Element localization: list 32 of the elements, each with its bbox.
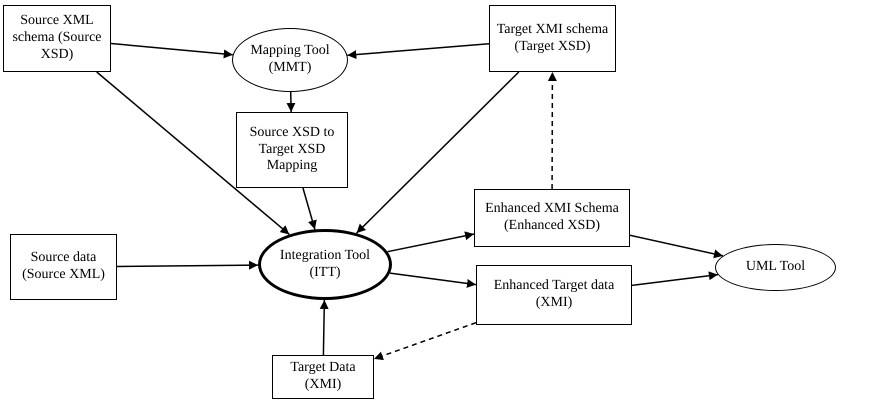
process-box xyxy=(272,355,374,399)
node-label: Target Data (XMI) xyxy=(289,360,357,394)
node-label: Source data (Source XML) xyxy=(21,250,106,284)
process-box xyxy=(489,5,616,72)
node-label: UML Tool xyxy=(746,259,806,276)
process-box xyxy=(236,112,348,188)
arrow xyxy=(387,231,474,252)
tool-ellipse xyxy=(715,244,836,291)
arrow xyxy=(320,300,329,356)
arrow xyxy=(632,271,718,286)
dashed-arrow xyxy=(548,72,557,189)
process-box xyxy=(474,189,630,247)
arrow xyxy=(356,71,520,234)
node-label: Source XSD to Target XSD Mapping xyxy=(248,124,336,176)
node-label: Enhanced XMI Schema (Enhanced XSD) xyxy=(484,201,620,235)
node-label: Target XMI schema (Target XSD) xyxy=(496,22,610,56)
process-box xyxy=(476,265,632,325)
arrow xyxy=(302,188,317,230)
process-box xyxy=(10,234,117,300)
node-label: Source XML schema (Source XSD) xyxy=(11,13,103,64)
arrow xyxy=(117,260,258,270)
node-label: Enhanced Target data (XMI) xyxy=(492,278,616,312)
process-box xyxy=(3,5,111,72)
arrow xyxy=(96,71,290,236)
arrow xyxy=(390,272,476,288)
arrow xyxy=(286,92,296,112)
arrow xyxy=(347,42,490,60)
node-label: Integration Tool (ITT) xyxy=(278,248,372,282)
node-label: Mapping Tool (MMT) xyxy=(249,43,331,77)
arrow xyxy=(630,234,724,258)
dashed-arrow xyxy=(374,322,476,360)
arrow xyxy=(110,42,233,58)
